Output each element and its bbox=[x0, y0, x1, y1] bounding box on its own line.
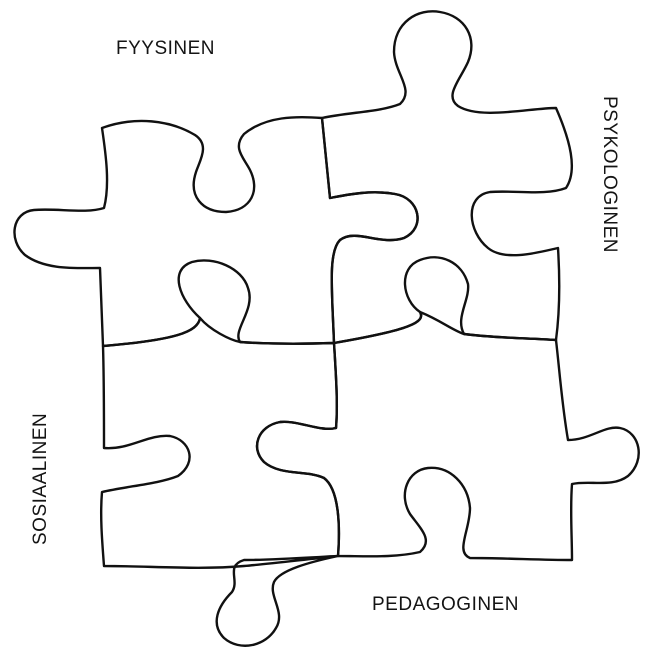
label-fyysinen: FYYSINEN bbox=[116, 38, 215, 60]
label-psykologinen: PSYKOLOGINEN bbox=[598, 96, 620, 253]
puzzle-piece-top-right bbox=[322, 11, 572, 343]
label-sosiaalinen: SOSIAALINEN bbox=[30, 413, 52, 545]
label-pedagoginen: PEDAGOGINEN bbox=[372, 594, 519, 616]
puzzle-piece-bottom-left bbox=[101, 318, 339, 646]
puzzle-piece-top-left bbox=[14, 117, 417, 346]
puzzle-piece-bottom-right bbox=[257, 312, 639, 560]
